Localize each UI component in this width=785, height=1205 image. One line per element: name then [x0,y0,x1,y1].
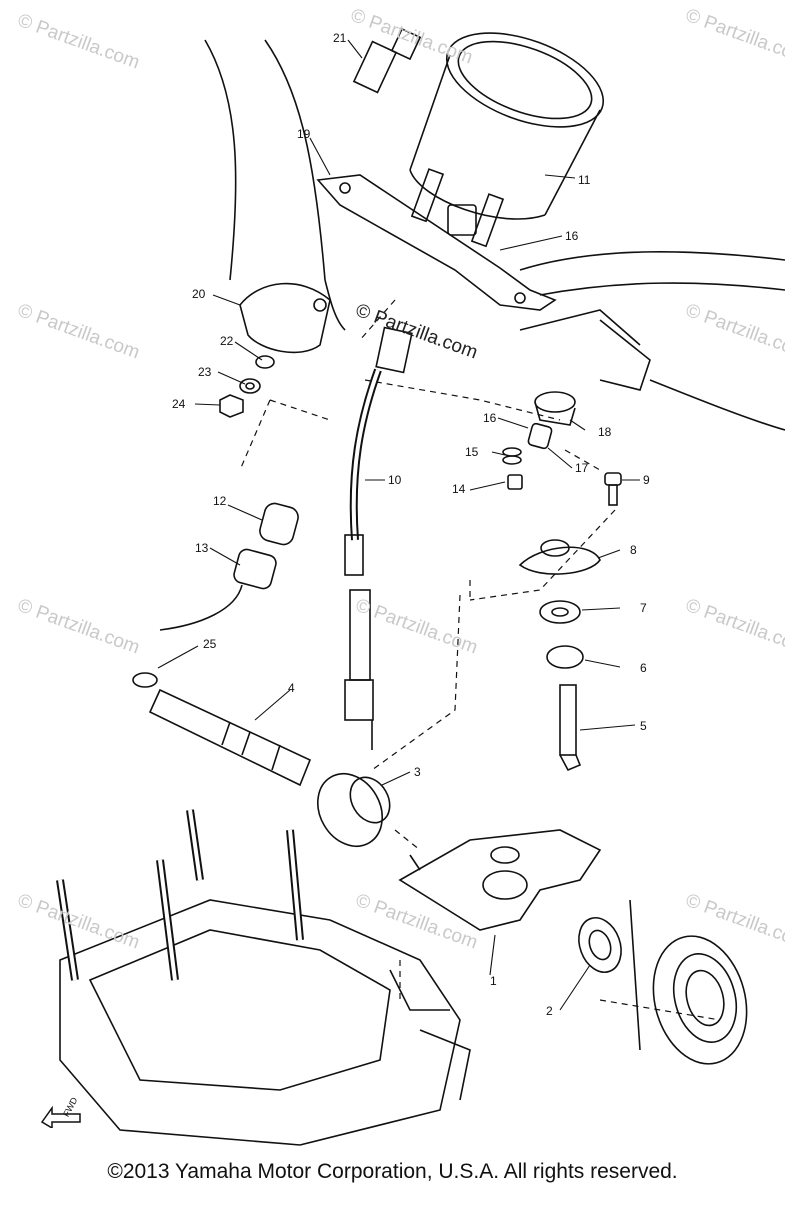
callout-24: 24 [172,397,186,411]
callout-5: 5 [640,719,647,733]
wheel [629,899,748,1065]
callout-10: 10 [388,473,402,487]
callout-12: 12 [213,494,227,508]
guide-lines [239,299,721,1021]
switch-parts [132,502,299,688]
callout-13: 13 [195,541,209,555]
washer-nut-stack [219,355,275,418]
leader-lines [157,39,640,1011]
callout-21: 21 [333,31,347,45]
speedometer [409,32,605,248]
callout-9: 9 [643,473,650,487]
callout-25: 25 [203,637,217,651]
callout-3: 3 [414,765,421,779]
callout-16: 16 [483,411,497,425]
forward-arrow-icon [40,1105,81,1128]
frame-outline [204,39,785,431]
callout-7: 7 [640,601,647,615]
meter-cable [344,326,413,750]
drive-components [502,391,622,772]
callout-16-top: 16 [565,229,579,243]
bushing [317,773,391,847]
copyright-notice: ©2013 Yamaha Motor Corporation, U.S.A. A… [107,1160,678,1183]
engine-block [56,809,471,1146]
callout-22: 22 [220,334,234,348]
callout-23: 23 [198,365,212,379]
callout-2: 2 [546,1004,553,1018]
drive-shaft [148,688,312,787]
headlight-bracket [239,282,331,354]
callout-8: 8 [630,543,637,557]
callout-11: 11 [578,173,591,187]
oil-seal [578,917,622,973]
callout-18: 18 [598,425,612,439]
callout-labels: 1 2 3 4 5 6 7 8 9 10 11 12 13 14 15 16 1… [172,31,650,1018]
meter-bracket [316,174,557,311]
callout-17: 17 [575,461,589,475]
gear-housing [398,829,602,931]
callout-20: 20 [192,287,206,301]
callout-15: 15 [465,445,479,459]
callout-14: 14 [452,482,466,496]
callout-4: 4 [288,681,295,695]
callout-1: 1 [490,974,497,988]
bolt [352,27,422,94]
callout-19: 19 [297,127,311,141]
callout-6: 6 [640,661,647,675]
